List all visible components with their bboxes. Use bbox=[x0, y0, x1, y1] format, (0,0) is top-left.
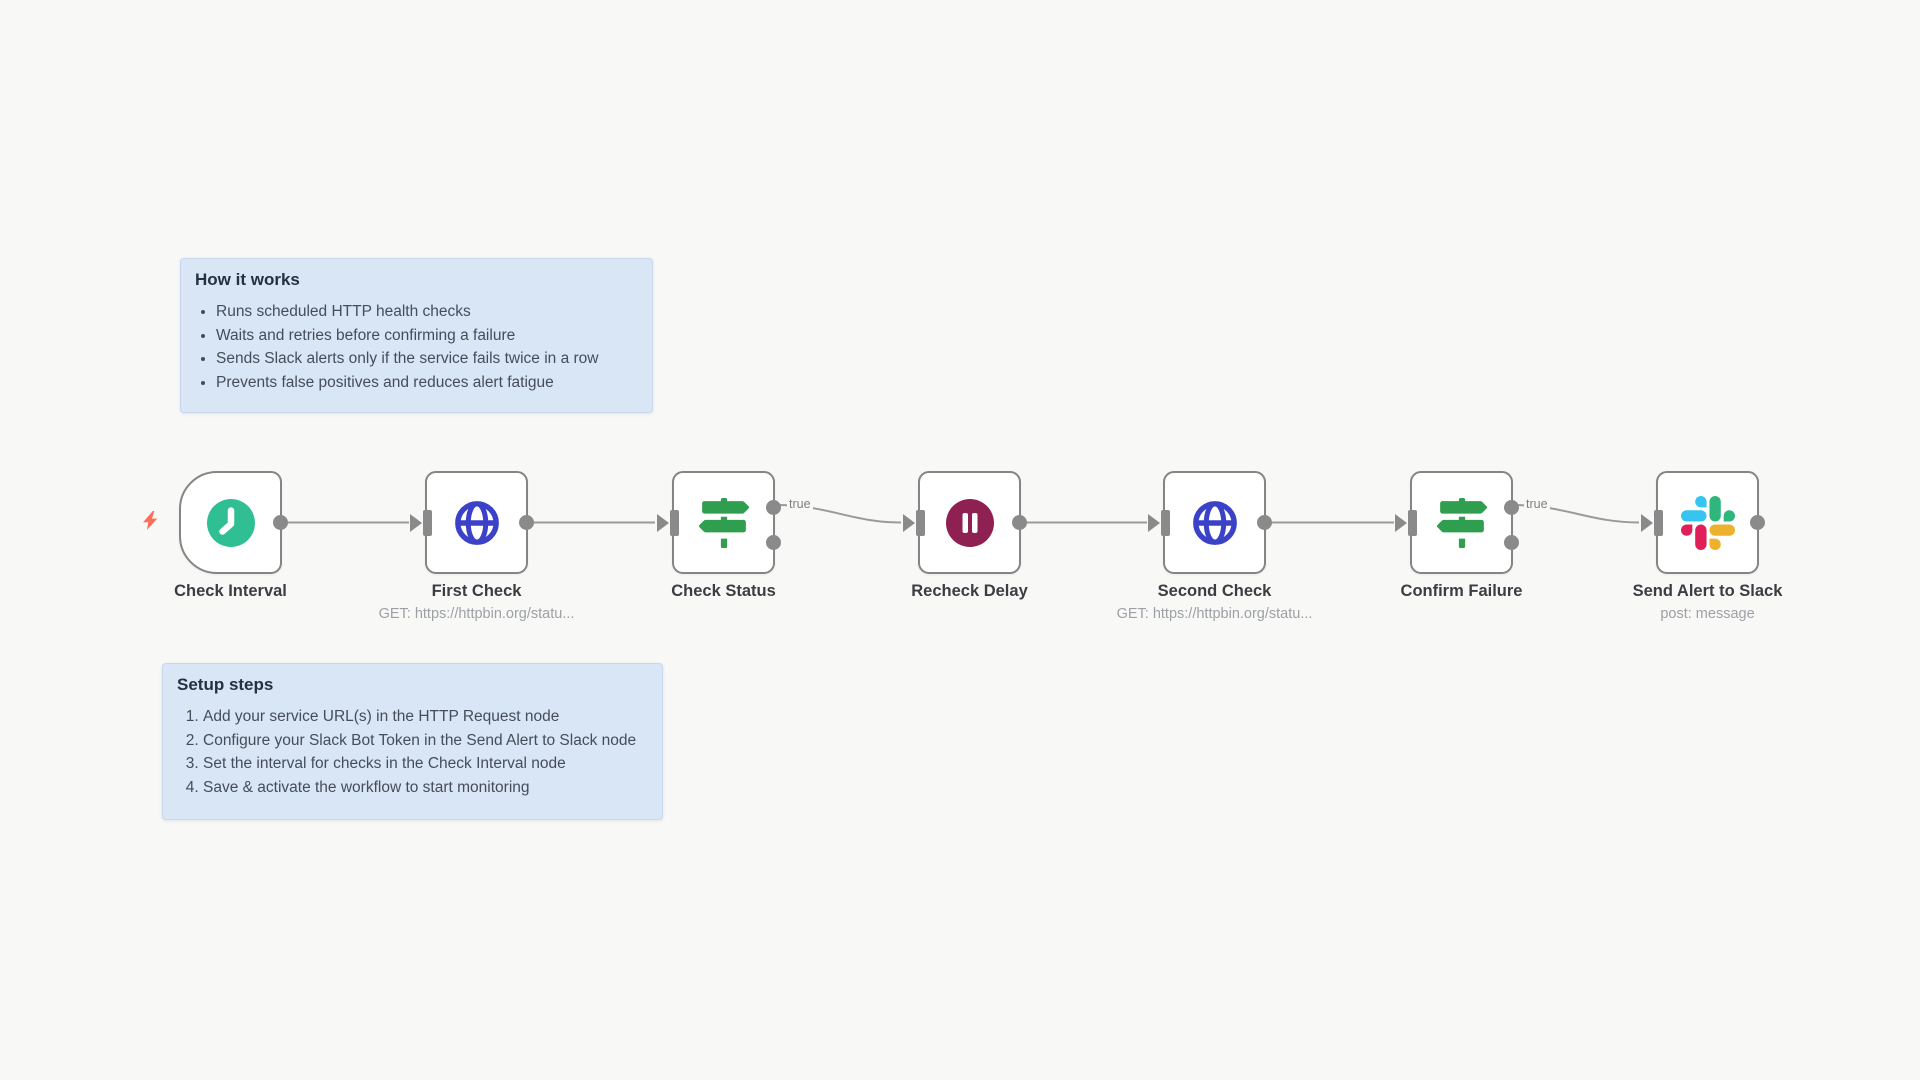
output-endpoint[interactable] bbox=[1257, 515, 1272, 530]
output-endpoint-false[interactable] bbox=[1504, 534, 1519, 550]
wire-label-true: true bbox=[1524, 497, 1550, 512]
node-label: Recheck Delay bbox=[911, 582, 1028, 600]
node-subtitle: GET: https://httpbin.org/statu... bbox=[1116, 606, 1313, 622]
input-arrow-icon bbox=[410, 513, 422, 532]
sticky-note-setup-steps[interactable]: Setup steps Add your service URL(s) in t… bbox=[162, 663, 663, 820]
node-confirm-failure[interactable]: Confirm Failure bbox=[1395, 471, 1522, 600]
node-subtitle: GET: https://httpbin.org/statu... bbox=[378, 606, 575, 622]
input-endpoint bbox=[916, 509, 925, 536]
node-check-interval[interactable]: Check Interval bbox=[174, 471, 288, 600]
node-label: Second Check bbox=[1157, 582, 1272, 600]
list-item: Prevents false positives and reduces ale… bbox=[216, 371, 638, 395]
output-endpoint-true[interactable] bbox=[766, 499, 781, 515]
node-first-check[interactable]: First Check GET: https://httpbin.org/sta… bbox=[379, 471, 574, 622]
node-label: Confirm Failure bbox=[1400, 582, 1523, 600]
sticky-note-title: Setup steps bbox=[177, 675, 274, 694]
output-endpoint[interactable] bbox=[273, 515, 288, 530]
list-item: Configure your Slack Bot Token in the Se… bbox=[203, 729, 648, 753]
node-check-status[interactable]: Check Status bbox=[657, 471, 781, 600]
output-endpoint[interactable] bbox=[1750, 515, 1765, 530]
node-label: First Check bbox=[431, 582, 522, 600]
input-arrow-icon bbox=[903, 513, 915, 532]
node-box[interactable] bbox=[410, 471, 534, 574]
signpost-icon bbox=[1436, 497, 1487, 548]
input-arrow-icon bbox=[1148, 513, 1160, 532]
clock-icon bbox=[205, 497, 257, 549]
node-second-check[interactable]: Second Check GET: https://httpbin.org/st… bbox=[1117, 471, 1312, 622]
input-arrow-icon bbox=[1641, 513, 1653, 532]
slack-icon bbox=[1680, 495, 1735, 550]
node-box[interactable] bbox=[1641, 471, 1765, 574]
output-endpoint[interactable] bbox=[1012, 515, 1027, 530]
node-label: Check Interval bbox=[174, 582, 287, 600]
globe-icon bbox=[1190, 498, 1240, 548]
wire-label-true: true bbox=[787, 497, 813, 512]
node-label: Check Status bbox=[671, 582, 776, 600]
input-endpoint bbox=[1654, 509, 1663, 536]
node-box[interactable] bbox=[657, 471, 781, 574]
output-endpoint[interactable] bbox=[519, 515, 534, 530]
node-box[interactable] bbox=[903, 471, 1027, 574]
pause-icon bbox=[944, 497, 996, 549]
sticky-note-title: How it works bbox=[195, 270, 300, 289]
node-label: Send Alert to Slack bbox=[1632, 582, 1783, 600]
list-item: Add your service URL(s) in the HTTP Requ… bbox=[203, 705, 648, 729]
sticky-note-list: Add your service URL(s) in the HTTP Requ… bbox=[177, 705, 648, 799]
signpost-icon bbox=[698, 497, 749, 548]
sticky-note-how-it-works[interactable]: How it works Runs scheduled HTTP health … bbox=[180, 258, 653, 413]
globe-icon bbox=[452, 498, 502, 548]
list-item: Runs scheduled HTTP health checks bbox=[216, 300, 638, 324]
sticky-note-list: Runs scheduled HTTP health checks Waits … bbox=[195, 300, 638, 394]
node-send-alert-to-slack[interactable]: Send Alert to Slack post: message bbox=[1633, 471, 1782, 622]
output-endpoint-true[interactable] bbox=[1504, 499, 1519, 515]
node-recheck-delay[interactable]: Recheck Delay bbox=[903, 471, 1028, 600]
node-box[interactable] bbox=[179, 471, 288, 574]
node-subtitle: post: message bbox=[1660, 606, 1755, 622]
list-item: Sends Slack alerts only if the service f… bbox=[216, 347, 638, 371]
input-endpoint bbox=[670, 509, 679, 536]
node-box[interactable] bbox=[1395, 471, 1519, 574]
input-endpoint bbox=[423, 509, 432, 536]
list-item: Waits and retries before confirming a fa… bbox=[216, 324, 638, 348]
trigger-bolt-icon bbox=[143, 511, 158, 535]
list-item: Set the interval for checks in the Check… bbox=[203, 752, 648, 776]
list-item: Save & activate the workflow to start mo… bbox=[203, 776, 648, 800]
input-endpoint bbox=[1161, 509, 1170, 536]
input-arrow-icon bbox=[1395, 513, 1407, 532]
node-box[interactable] bbox=[1148, 471, 1272, 574]
input-endpoint bbox=[1408, 509, 1417, 536]
input-arrow-icon bbox=[657, 513, 669, 532]
output-endpoint-false[interactable] bbox=[766, 534, 781, 550]
